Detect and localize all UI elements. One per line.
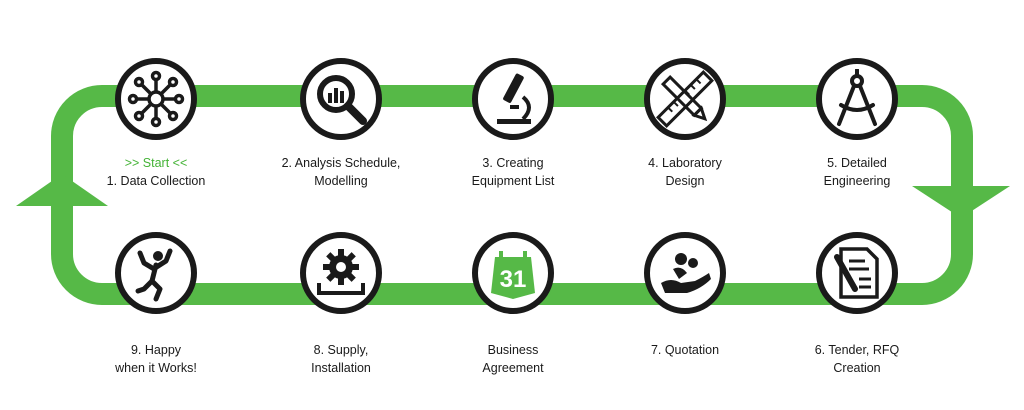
gear-tray-icon	[317, 249, 365, 295]
step-5-circle[interactable]	[816, 58, 898, 140]
step-1-text: 1. Data Collection	[106, 174, 206, 188]
ruler-pencil-icon	[656, 70, 714, 128]
agreement-text-line-2: Agreement	[482, 361, 544, 375]
step-2-text-line-2: Modelling	[314, 174, 368, 188]
step-6-circle[interactable]	[816, 232, 898, 314]
step-7-label: 7. Quotation	[600, 341, 770, 359]
step-3-circle[interactable]	[472, 58, 554, 140]
step-6-label: 6. Tender, RFQ Creation	[772, 341, 942, 377]
step-5-text-line-2: Engineering	[823, 174, 891, 188]
step-8-text-line-1: 8. Supply,	[313, 343, 369, 357]
step-3-text-line-1: 3. Creating	[482, 156, 544, 170]
microscope-icon	[497, 73, 531, 124]
step-8-label: 8. Supply, Installation	[256, 341, 426, 377]
document-pen-icon	[834, 247, 879, 299]
step-1-label: >> Start << 1. Data Collection	[71, 154, 241, 190]
step-4-text-line-2: Design	[665, 174, 705, 188]
step-1-circle[interactable]	[115, 58, 197, 140]
magnifier-chart-icon	[317, 75, 367, 125]
step-2-label: 2. Analysis Schedule, Modelling	[256, 154, 426, 190]
agreement-circle[interactable]: 31	[472, 232, 554, 314]
step-4-circle[interactable]	[644, 58, 726, 140]
compass-icon	[837, 69, 877, 126]
step-7-text: 7. Quotation	[650, 343, 720, 357]
step-5-text-line-1: 5. Detailed	[827, 156, 887, 170]
step-2-text-line-1: 2. Analysis Schedule,	[281, 156, 401, 170]
step-4-text-line-1: 4. Laboratory	[648, 156, 722, 170]
step-6-text-line-2: Creation	[833, 361, 881, 375]
calendar-31-icon: 31	[491, 251, 535, 299]
loop-arrow-down	[912, 186, 1010, 218]
step-8-circle[interactable]	[300, 232, 382, 314]
step-9-text-line-2: when it Works!	[115, 361, 197, 375]
jumping-person-icon	[135, 248, 173, 302]
network-hub-icon	[127, 70, 185, 128]
step-9-label: 9. Happy when it Works!	[71, 341, 241, 377]
step-4-label: 4. Laboratory Design	[600, 154, 770, 190]
start-marker: >> Start <<	[124, 156, 188, 170]
loop-arrow-up	[16, 174, 108, 206]
step-7-circle[interactable]	[644, 232, 726, 314]
step-9-circle[interactable]	[115, 232, 197, 314]
step-3-text-line-2: Equipment List	[471, 174, 555, 188]
step-6-text-line-1: 6. Tender, RFQ	[814, 343, 900, 357]
step-5-label: 5. Detailed Engineering	[772, 154, 942, 190]
helping-hand-icon	[661, 253, 711, 293]
agreement-label: Business Agreement	[428, 341, 598, 377]
step-8-text-line-2: Installation	[311, 361, 371, 375]
step-2-circle[interactable]	[300, 58, 382, 140]
agreement-text-line-1: Business	[487, 343, 539, 357]
calendar-day-text: 31	[500, 266, 527, 293]
step-9-text-line-1: 9. Happy	[130, 343, 182, 357]
step-3-label: 3. Creating Equipment List	[428, 154, 598, 190]
